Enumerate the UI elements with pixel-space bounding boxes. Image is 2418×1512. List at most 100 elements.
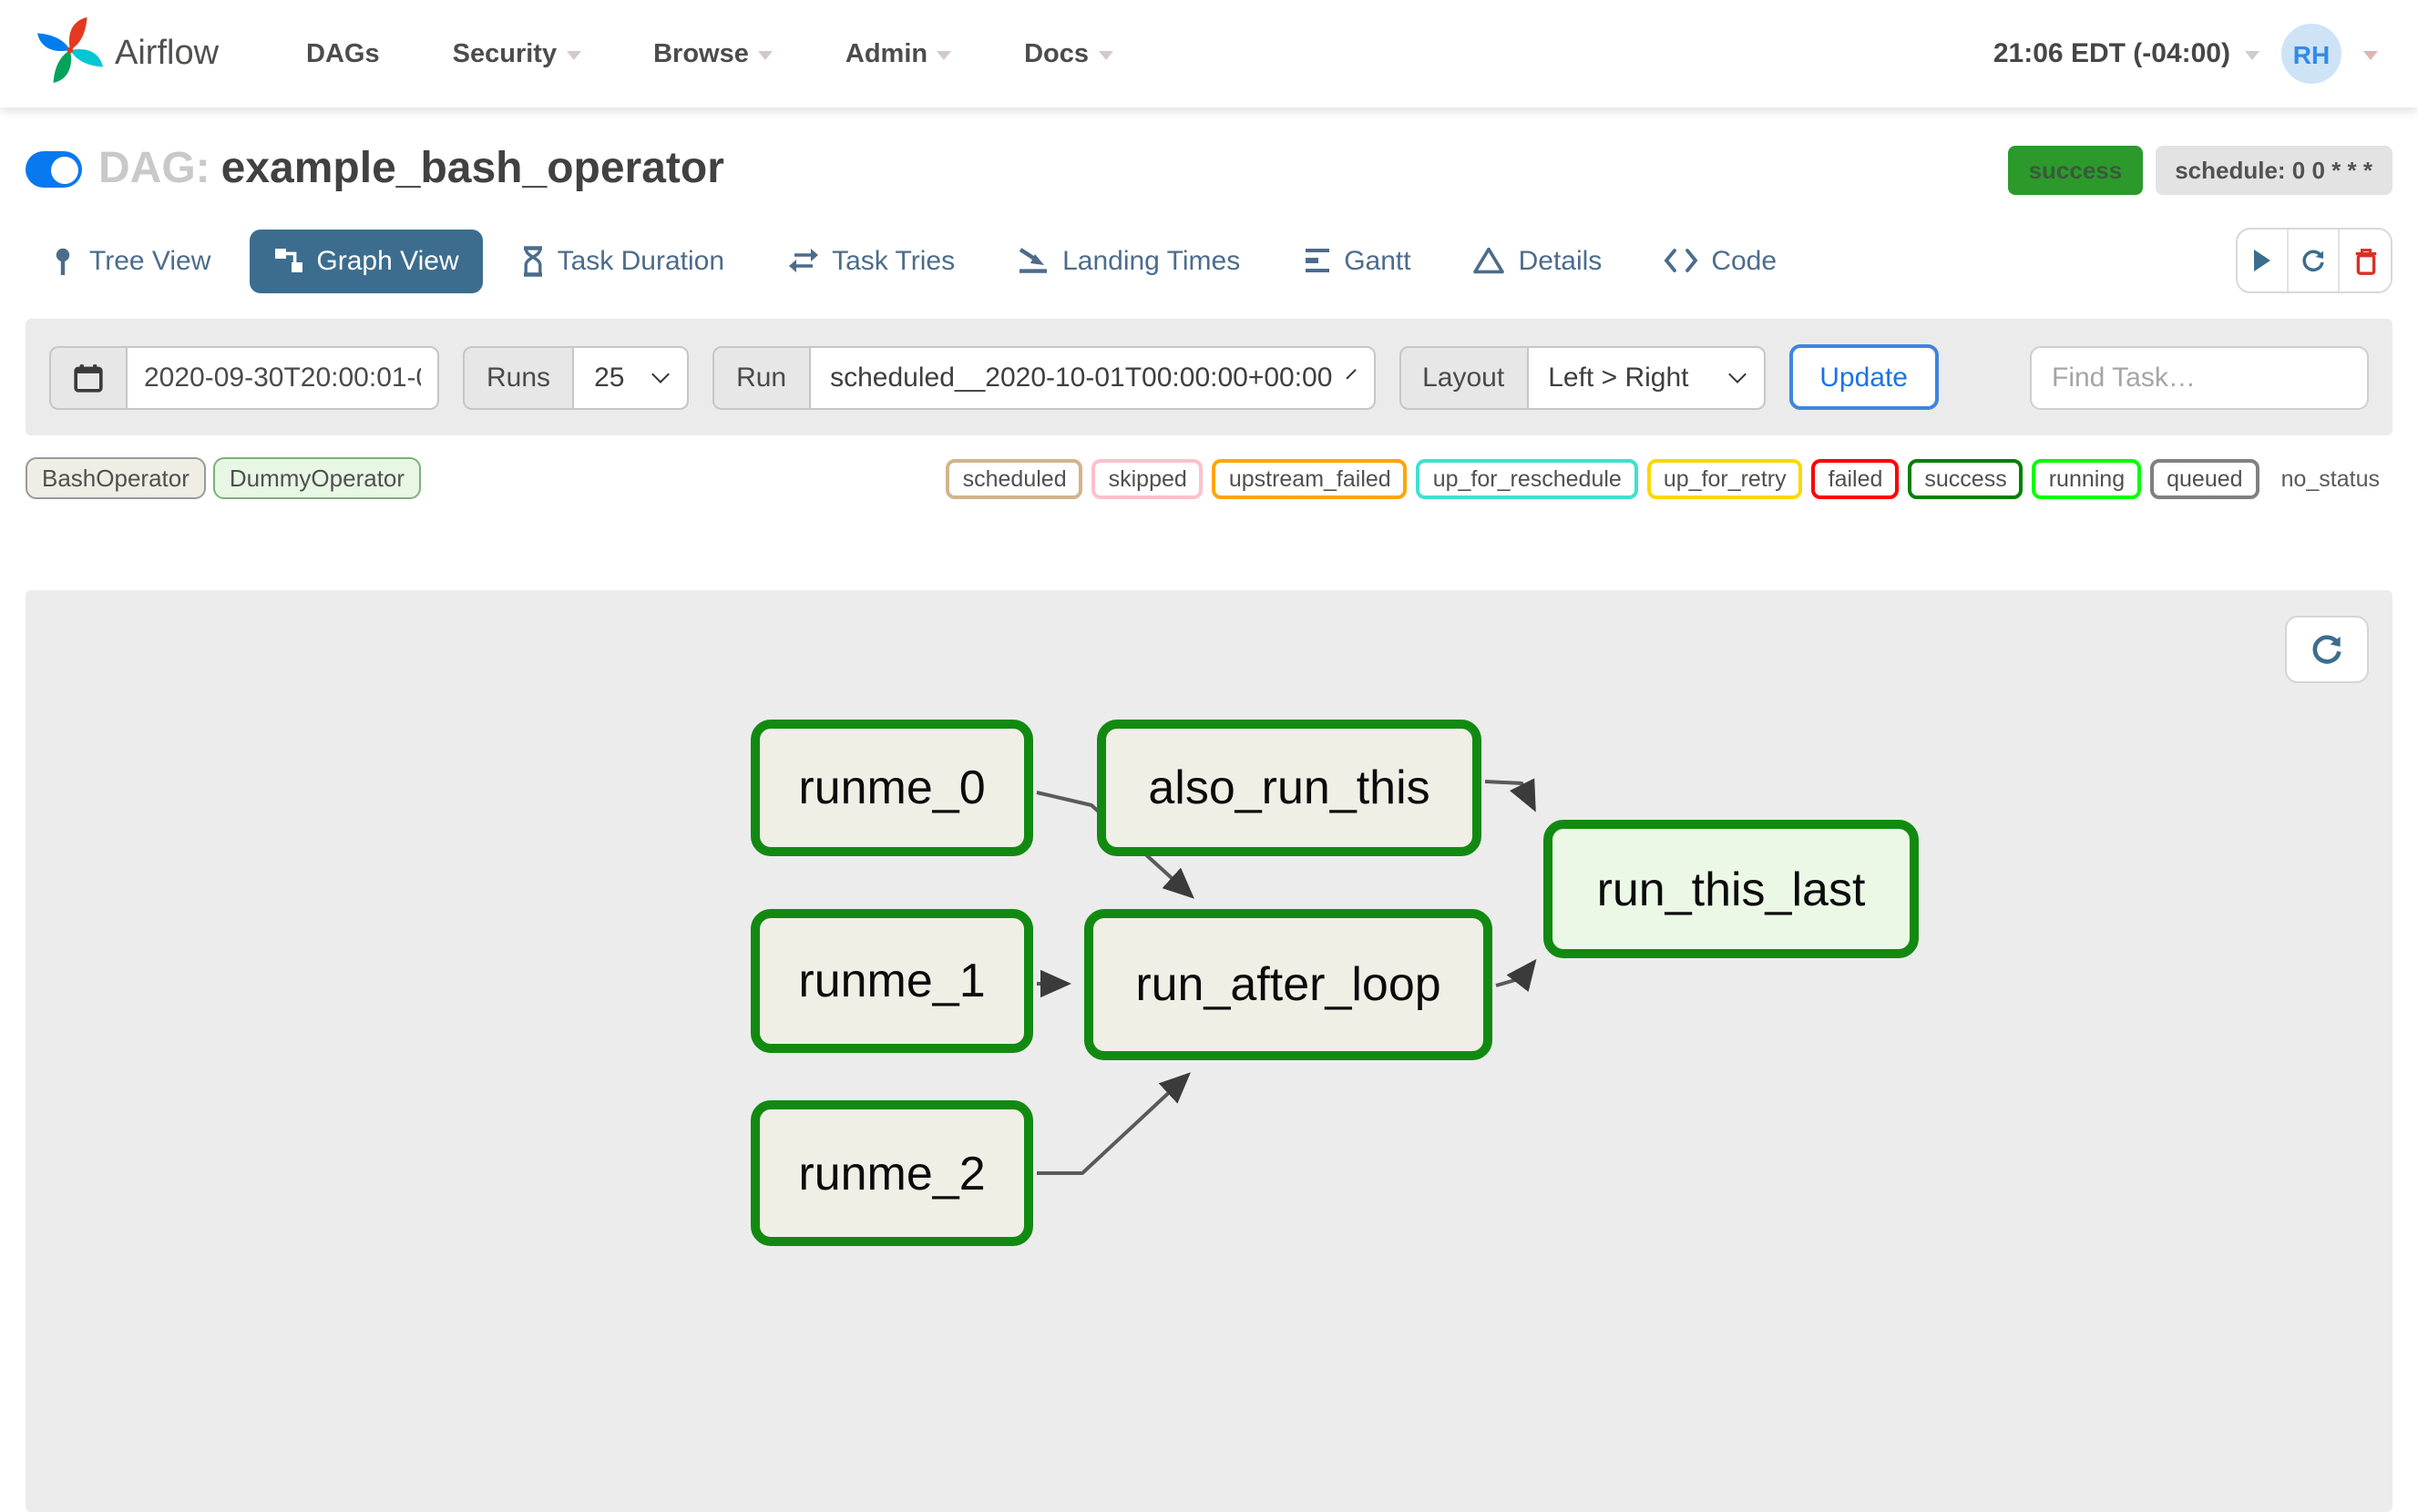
graph-icon [272,246,303,275]
state-chip-up_for_reschedule: up_for_reschedule [1416,458,1638,498]
chevron-down-icon [1098,51,1113,60]
operator-chip-bashoperator: BashOperator [26,457,206,499]
delete-dag-button[interactable] [2340,230,2391,291]
nav-item-label: Security [452,39,558,68]
layout-group: Layout Left > Right [1399,345,1766,409]
chevron-down-icon [1727,365,1747,383]
task-node-run_this_last[interactable]: run_this_last [1543,820,1919,958]
tab-tries[interactable]: Task Tries [763,229,978,292]
state-chip-success: success [1908,458,2024,498]
nav-item-browse[interactable]: Browse [653,39,773,68]
run-value: scheduled__2020-10-01T00:00:00+00:00 [830,362,1333,393]
tab-label: Task Duration [557,245,725,276]
refresh-icon [2312,634,2341,663]
dag-header: DAG:example_bash_operator success schedu… [0,107,2418,217]
state-chip-upstream_failed: upstream_failed [1212,458,1408,498]
run-group: Run scheduled__2020-10-01T00:00:00+00:00 [712,345,1376,409]
task-node-runme_0[interactable]: runme_0 [751,720,1033,856]
tab-duration[interactable]: Task Duration [497,229,748,292]
calendar-icon [74,363,103,392]
nav-item-label: DAGs [306,39,380,68]
play-icon [2254,250,2270,271]
chevron-down-icon [1346,369,1358,380]
tab-details[interactable]: Details [1450,229,1626,292]
tab-label: Gantt [1344,245,1411,276]
task-node-runme_2[interactable]: runme_2 [751,1100,1033,1246]
tab-landing[interactable]: Landing Times [993,229,1264,292]
tries-icon [786,246,819,275]
graph-canvas[interactable]: runme_0 also_run_this runme_1 run_after_loo… [26,590,2392,1512]
tab-label: Details [1518,245,1603,276]
state-chip-failed: failed [1811,458,1900,498]
tab-label: Task Tries [832,245,956,276]
dag-actions [2236,228,2392,293]
refresh-dag-button[interactable] [2289,230,2340,291]
tab-code[interactable]: Code [1640,229,1800,292]
tab-label: Code [1711,245,1778,276]
base-date-input[interactable] [126,345,439,409]
state-chip-running: running [2032,458,2142,498]
edge-run_after_loop-to-run_this_last [1495,958,1537,993]
gantt-icon [1302,246,1331,275]
task-node-runme_1[interactable]: runme_1 [751,909,1033,1053]
airflow-logo-icon [36,15,104,92]
operator-chip-dummyoperator: DummyOperator [212,457,422,499]
runs-group: Runs 25 [463,345,690,409]
nav-item-admin[interactable]: Admin [845,39,952,68]
layout-select[interactable]: Left > Right [1526,345,1766,409]
chevron-down-icon [2245,51,2259,60]
nav-items: DAGs Security Browse Admin Docs [306,39,1993,68]
task-node-run_after_loop[interactable]: run_after_loop [1084,909,1492,1060]
schedule-badge[interactable]: schedule: 0 0 * * * [2155,145,2392,194]
tab-tree[interactable]: Tree View [26,229,234,292]
task-node-also_run_this[interactable]: also_run_this [1097,720,1481,856]
code-icon [1664,248,1698,273]
state-chip-no_status: no_status [2280,465,2380,491]
find-task-input[interactable] [2030,345,2369,409]
dag-pause-toggle[interactable] [26,151,82,188]
dag-name: example_bash_operator [220,144,724,193]
base-date-group [49,345,439,409]
trash-icon [2354,248,2376,274]
dag-edges [1036,778,1537,1175]
state-chip-up_for_retry: up_for_retry [1646,458,1803,498]
nav-item-label: Docs [1024,39,1090,68]
chevron-down-icon [937,51,952,60]
layout-value: Left > Right [1548,362,1689,393]
duration-icon [521,245,545,276]
tab-graph[interactable]: Graph View [249,229,483,292]
tab-label: Graph View [316,245,459,276]
view-tabs: Tree View Graph View Task Duration Task Tri… [26,229,2236,292]
tab-label: Tree View [89,245,211,276]
chevron-down-icon [757,51,773,60]
tab-label: Landing Times [1062,245,1241,276]
landing-icon [1017,246,1050,275]
tree-icon [49,245,77,276]
nav-item-label: Admin [845,39,928,68]
navbar-right: 21:06 EDT (-04:00) RH [1993,24,2378,84]
nav-item-security[interactable]: Security [452,39,581,68]
layout-label: Layout [1399,345,1527,409]
tabs-row: Tree View Graph View Task Duration Task Tri… [0,217,2418,312]
edge-runme_2-to-run_after_loop [1037,1072,1191,1175]
filter-toolbar: Runs 25 Run scheduled__2020-10-01T00:00:… [26,319,2392,435]
clock-dropdown[interactable]: 21:06 EDT (-04:00) [1993,38,2259,69]
trigger-dag-button[interactable] [2238,230,2289,291]
navbar: Airflow DAGs Security Browse Admin Docs 21:0… [0,0,2418,107]
calendar-button[interactable] [49,345,126,409]
refresh-graph-button[interactable] [2285,616,2369,683]
tab-gantt[interactable]: Gantt [1278,229,1434,292]
airflow-brand[interactable]: Airflow [36,15,219,92]
run-select[interactable]: scheduled__2020-10-01T00:00:00+00:00 [808,345,1376,409]
chevron-down-icon [651,365,670,383]
details-icon [1473,246,1506,275]
run-label: Run [712,345,809,409]
brand-label: Airflow [115,34,220,72]
update-button[interactable]: Update [1788,344,1939,410]
nav-item-docs[interactable]: Docs [1024,39,1113,68]
avatar[interactable]: RH [2281,24,2341,84]
nav-item-dags[interactable]: DAGs [306,39,380,68]
runs-select[interactable]: 25 [572,345,690,409]
